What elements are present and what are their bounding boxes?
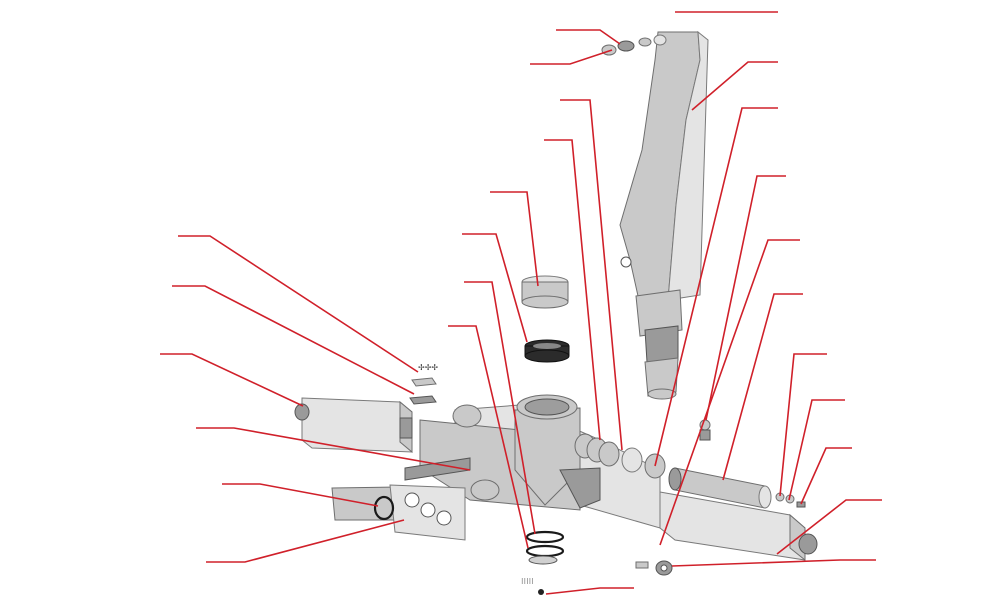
leader-bottom-bolts bbox=[545, 587, 634, 595]
leader-end-washer-right bbox=[671, 559, 876, 567]
leader-bearing-sleeve bbox=[490, 191, 539, 287]
bottom-screws: ⁝⁝⁝⁝⁝ bbox=[521, 577, 544, 595]
left-beam bbox=[294, 397, 413, 454]
leader-left-beam bbox=[160, 353, 304, 407]
right-cylinder bbox=[668, 467, 772, 509]
bearing-sleeve bbox=[521, 275, 569, 309]
leader-plate-small bbox=[172, 285, 415, 395]
leader-oring-left bbox=[222, 483, 379, 507]
leader-screws-top bbox=[178, 235, 419, 373]
leader-column-bolt bbox=[560, 99, 623, 451]
leader-end-cap-right bbox=[776, 499, 882, 555]
leader-pin-upper-a bbox=[556, 29, 621, 45]
svg-text:✢✢✢: ✢✢✢ bbox=[418, 363, 438, 372]
small-plates: ✢✢✢ bbox=[409, 363, 438, 405]
bracket-plate bbox=[331, 484, 466, 541]
boom-arm bbox=[619, 30, 709, 400]
leader-small-ring-a bbox=[779, 353, 827, 497]
leader-bracket-plate bbox=[206, 519, 405, 563]
svg-text:⁝⁝⁝⁝⁝: ⁝⁝⁝⁝⁝ bbox=[521, 577, 534, 586]
leader-left-cylinder bbox=[196, 427, 471, 471]
leader-lower-flange-screw bbox=[544, 139, 601, 441]
bearing-ring bbox=[524, 339, 570, 363]
leader-valve-fitting bbox=[705, 175, 786, 421]
leader-right-beam bbox=[722, 293, 803, 481]
end-washer bbox=[635, 560, 673, 576]
leader-pin-upper-b bbox=[530, 49, 613, 65]
leader-boom-arm bbox=[691, 61, 778, 111]
leader-center-hub bbox=[464, 281, 536, 535]
leader-spacer-ring-right bbox=[654, 107, 778, 467]
leader-small-screw bbox=[800, 447, 852, 505]
leader-small-ring-b bbox=[788, 399, 845, 501]
leader-bearing-ring bbox=[462, 233, 528, 343]
coil bbox=[574, 433, 620, 467]
leader-oring-set bbox=[448, 325, 529, 549]
leader-lines bbox=[160, 11, 882, 595]
leader-right-cylinder bbox=[659, 239, 800, 546]
orings-center bbox=[525, 530, 565, 565]
